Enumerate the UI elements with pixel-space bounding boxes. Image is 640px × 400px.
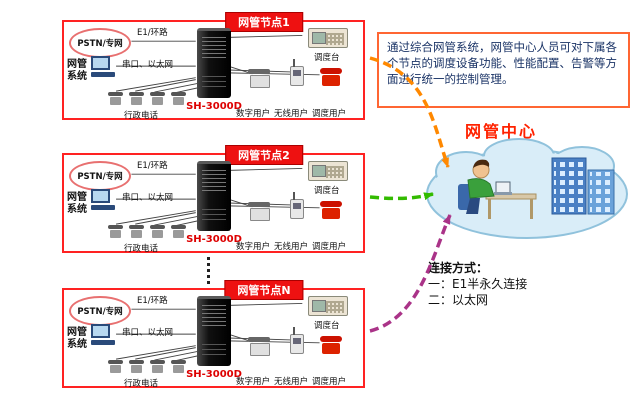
dispatch-user-phone-icon <box>320 201 342 219</box>
wireless-user-device-icon <box>290 327 304 354</box>
node-title: 网管节点N <box>224 280 304 300</box>
description-text: 通过综合网管系统，网管中心人员可对下属各个节点的调度设备功能、性能配置、告警等方… <box>387 40 617 86</box>
admin-phone-icons <box>108 92 186 106</box>
pstn-cloud-icon: PSTN/专网 <box>69 28 131 58</box>
phone-icon <box>171 360 186 374</box>
e1-link-label: E1/环路 <box>137 161 168 171</box>
dispatch-console-label: 调度台 <box>314 53 340 63</box>
serial-ethernet-label: 串口、以太网 <box>122 193 174 203</box>
node-connector-lines <box>115 167 320 227</box>
phone-icon <box>150 92 165 106</box>
operator-icon <box>458 159 537 219</box>
node-title: 网管节点1 <box>225 12 303 32</box>
server-model-label: SH-3000D <box>186 234 242 245</box>
admin-phone-label: 行政电话 <box>124 244 159 254</box>
admin-phone-icons <box>108 360 186 374</box>
dispatch-console-label: 调度台 <box>314 186 340 196</box>
dispatch-console-icon <box>308 161 348 181</box>
connection-info: 连接方式： 一：E1半永久连接 二：以太网 <box>428 260 527 308</box>
server-model-label: SH-3000D <box>186 101 242 112</box>
digital-user-label: 数字用户 <box>236 242 271 252</box>
buildings-icon <box>551 157 615 215</box>
serial-ethernet-label: 串口、以太网 <box>122 60 174 70</box>
digital-user-phone-icon <box>248 337 270 356</box>
node-connector-lines <box>115 302 320 362</box>
admin-phone-label: 行政电话 <box>124 379 159 389</box>
nms-label: 网管系统 <box>67 192 87 215</box>
dispatch-user-phone-icon <box>320 68 342 86</box>
server-cabinet-icon <box>197 161 231 231</box>
phone-icon <box>150 360 165 374</box>
network-center-cloud-icon <box>426 138 628 239</box>
computer-icon <box>91 56 117 82</box>
digital-user-phone-icon <box>248 202 270 221</box>
digital-user-phone-icon <box>248 69 270 88</box>
phone-icon <box>108 225 123 239</box>
server-model-label: SH-3000D <box>186 369 242 380</box>
pstn-cloud-icon: PSTN/专网 <box>69 296 131 326</box>
phone-icon <box>108 360 123 374</box>
network-node-1: 网管节点1 PSTN/专网 E1/环路 网管系统 串口、以太网 SH-3000D… <box>62 12 365 121</box>
description-box: 通过综合网管系统，网管中心人员可对下属各个节点的调度设备功能、性能配置、告警等方… <box>377 32 630 108</box>
digital-user-label: 数字用户 <box>236 109 271 119</box>
dispatch-console-icon <box>308 28 348 48</box>
phone-icon <box>171 92 186 106</box>
digital-user-label: 数字用户 <box>236 377 271 387</box>
phone-icon <box>108 92 123 106</box>
dispatch-console-icon <box>308 296 348 316</box>
connection-item-e1: 一：E1半永久连接 <box>428 277 528 291</box>
server-cabinet-icon <box>197 28 231 98</box>
wireless-user-label: 无线用户 <box>274 377 309 387</box>
node-title: 网管节点2 <box>225 145 303 165</box>
network-node-2: 网管节点2 PSTN/专网 E1/环路 网管系统 串口、以太网 SH-3000D… <box>62 145 365 254</box>
computer-icon <box>91 189 117 215</box>
server-cabinet-icon <box>197 296 231 366</box>
connection-item-ethernet: 二：以太网 <box>428 293 489 307</box>
pstn-label: PSTN/专网 <box>77 307 123 317</box>
nms-label: 网管系统 <box>67 327 87 350</box>
serial-ethernet-label: 串口、以太网 <box>122 328 174 338</box>
pstn-label: PSTN/专网 <box>77 172 123 182</box>
dispatch-user-label: 调度用户 <box>312 242 347 252</box>
wireless-user-device-icon <box>290 192 304 219</box>
phone-icon <box>129 92 144 106</box>
dispatch-user-label: 调度用户 <box>312 109 347 119</box>
phone-icon <box>171 225 186 239</box>
wireless-user-label: 无线用户 <box>274 109 309 119</box>
e1-link-label: E1/环路 <box>137 296 168 306</box>
admin-phone-icons <box>108 225 186 239</box>
phone-icon <box>150 225 165 239</box>
network-center-label: 网管中心 <box>465 122 538 141</box>
dispatch-user-phone-icon <box>320 336 342 354</box>
wireless-user-device-icon <box>290 59 304 86</box>
pstn-label: PSTN/专网 <box>77 39 123 49</box>
phone-icon <box>129 225 144 239</box>
nms-label: 网管系统 <box>67 59 87 82</box>
connection-title: 连接方式： <box>428 261 489 275</box>
dispatch-user-label: 调度用户 <box>312 377 347 387</box>
dispatch-console-label: 调度台 <box>314 321 340 331</box>
dots-separator-icon <box>207 257 210 284</box>
pstn-cloud-icon: PSTN/专网 <box>69 161 131 191</box>
wireless-user-label: 无线用户 <box>274 242 309 252</box>
phone-icon <box>129 360 144 374</box>
computer-icon <box>91 324 117 350</box>
e1-link-label: E1/环路 <box>137 28 168 38</box>
admin-phone-label: 行政电话 <box>124 111 159 121</box>
network-node-n: 网管节点N PSTN/专网 E1/环路 网管系统 串口、以太网 SH-3000D… <box>62 280 365 389</box>
